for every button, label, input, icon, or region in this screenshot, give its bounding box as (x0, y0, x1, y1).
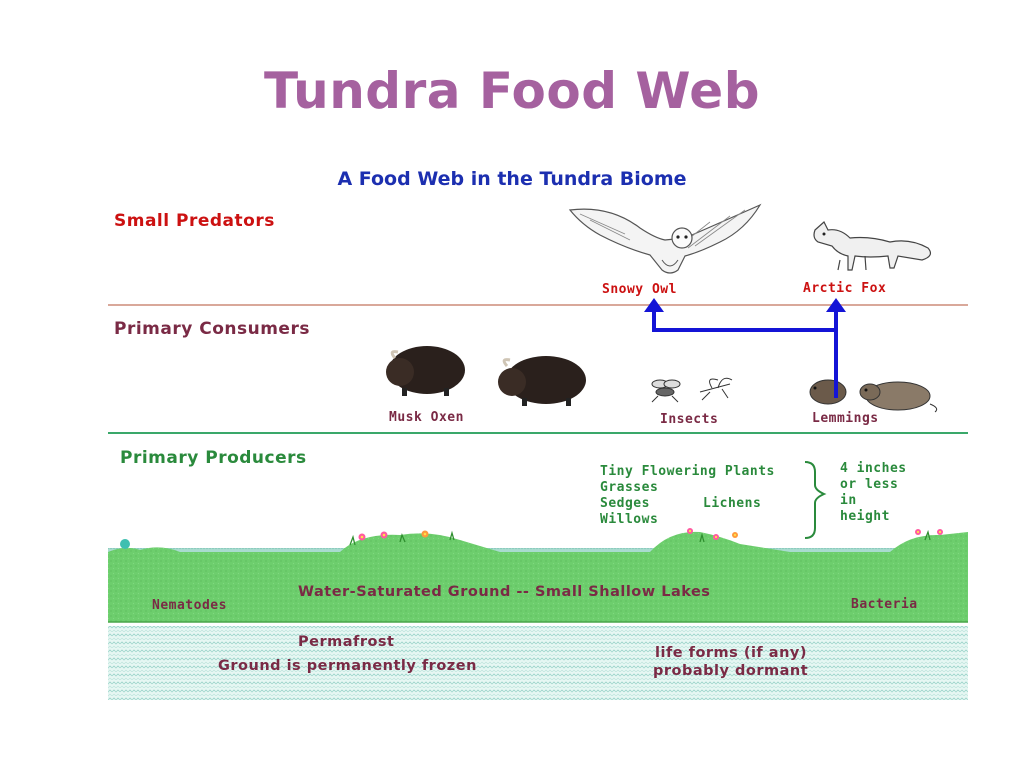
label-musk-oxen: Musk Oxen (389, 410, 464, 425)
label-permafrost: Permafrost (298, 634, 395, 650)
label-bacteria: Bacteria (851, 597, 918, 612)
permafrost-layer (108, 626, 968, 700)
slide-title: Tundra Food Web (263, 62, 760, 120)
insects-icon (651, 377, 733, 403)
height-note-3: in (840, 493, 857, 508)
label-life-forms-2: probably dormant (653, 663, 809, 679)
label-sedges: Sedges (600, 496, 650, 511)
label-frozen: Ground is permanently frozen (218, 658, 477, 674)
label-life-forms-1: life forms (if any) (655, 645, 807, 661)
musk-oxen-icon (386, 346, 586, 406)
food-web-arrows (652, 310, 838, 398)
label-lichens: Lichens (703, 496, 762, 511)
snowy-owl-icon (568, 203, 762, 274)
label-lemmings: Lemmings (812, 411, 879, 426)
arrow-to-owl (644, 298, 664, 312)
divider-consumers (108, 432, 968, 434)
level-primary-consumers: Primary Consumers (114, 319, 310, 339)
label-nematodes: Nematodes (152, 598, 227, 613)
level-small-predators: Small Predators (114, 211, 275, 231)
height-brace (804, 461, 827, 539)
label-grasses: Grasses (600, 480, 659, 495)
arctic-fox-icon (813, 221, 932, 271)
arrow-to-fox (826, 298, 846, 312)
diagram-title: A Food Web in the Tundra Biome (337, 168, 687, 190)
label-tiny-flowering-plants: Tiny Flowering Plants (600, 464, 775, 479)
label-willows: Willows (600, 512, 659, 527)
label-insects: Insects (660, 412, 719, 427)
height-note-1: 4 inches (840, 461, 907, 476)
divider-predators (108, 304, 968, 306)
label-arctic-fox: Arctic Fox (803, 281, 887, 296)
height-note-2: or less (840, 477, 899, 492)
label-snowy-owl: Snowy Owl (602, 282, 677, 297)
flowers-icon (120, 528, 943, 549)
label-water-saturated: Water-Saturated Ground -- Small Shallow … (298, 584, 711, 600)
level-primary-producers: Primary Producers (120, 448, 307, 468)
height-note-4: height (840, 509, 890, 524)
lemmings-icon (809, 379, 938, 413)
water-saturated-ground (108, 531, 968, 622)
